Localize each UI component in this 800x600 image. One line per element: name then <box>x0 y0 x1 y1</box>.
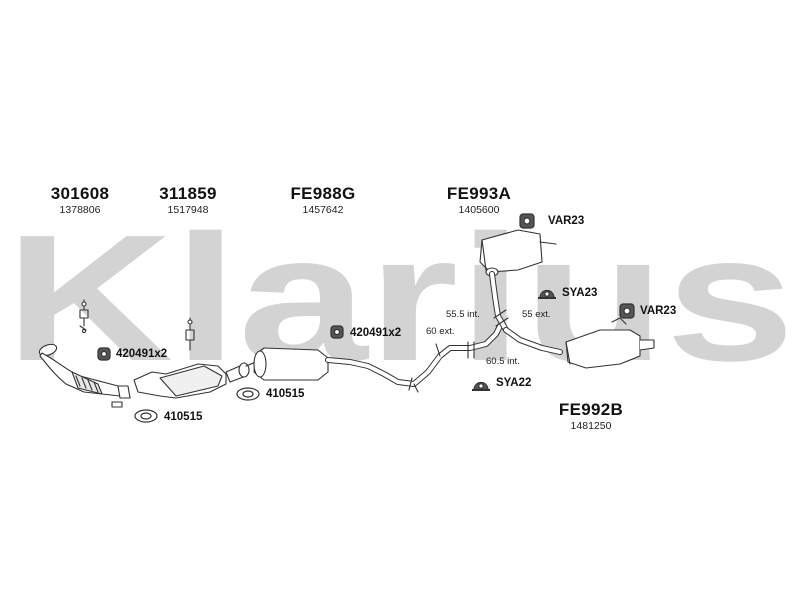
bracket-icon <box>619 303 635 319</box>
part-reference: 1378806 <box>59 204 101 216</box>
part-reference: 1405600 <box>458 204 500 216</box>
part-code: 301608 <box>50 184 110 203</box>
part-311859: 311859 1517948 <box>148 184 228 217</box>
bracket-icon <box>519 213 535 229</box>
fitting-label: 410515 <box>266 388 305 400</box>
fitting-label: SYA22 <box>496 377 532 389</box>
fitting-label: 420491x2 <box>350 327 402 339</box>
part-FE993A: FE993A 1405600 <box>434 184 524 217</box>
part-code: FE993A <box>446 184 512 203</box>
part-reference: 1481250 <box>570 420 612 432</box>
fitting-label: VAR23 <box>640 305 677 317</box>
part-301608: 301608 1378806 <box>40 184 120 217</box>
part-reference: 1457642 <box>302 204 344 216</box>
rubber-mount-icon <box>97 347 111 361</box>
part-FE988G: FE988G 1457642 <box>278 184 368 217</box>
middle-silencer-drawing <box>245 323 503 393</box>
part-FE992B: FE992B 1481250 <box>546 400 636 433</box>
dimension-label: 55.5 int. <box>446 309 480 320</box>
gasket-icon <box>134 409 158 423</box>
gasket-icon <box>236 387 260 401</box>
fitting-label: VAR23 <box>548 215 585 227</box>
front-pipe-drawing <box>38 299 131 408</box>
fitting-label: 410515 <box>164 411 203 423</box>
part-code: 311859 <box>159 184 217 203</box>
watermark-text: Klarius <box>5 222 795 372</box>
dimension-label: 60.5 int. <box>486 356 520 367</box>
fitting-label: SYA23 <box>562 287 598 299</box>
fitting-label: 420491x2 <box>116 348 168 360</box>
rear-silencer-b-drawing <box>565 317 655 369</box>
part-reference: 1517948 <box>167 204 209 216</box>
rubber-mount-icon <box>330 325 344 339</box>
dimension-label: 55 ext. <box>522 309 551 320</box>
dimension-label: 60 ext. <box>426 326 455 337</box>
clamp-icon <box>538 289 556 299</box>
part-code: FE992B <box>558 400 624 419</box>
clamp-icon <box>472 381 490 391</box>
catalyst-drawing <box>133 317 250 399</box>
part-code: FE988G <box>290 184 356 203</box>
rear-silencer-a-drawing <box>467 229 563 359</box>
klarius-watermark: Klarius <box>5 222 795 372</box>
